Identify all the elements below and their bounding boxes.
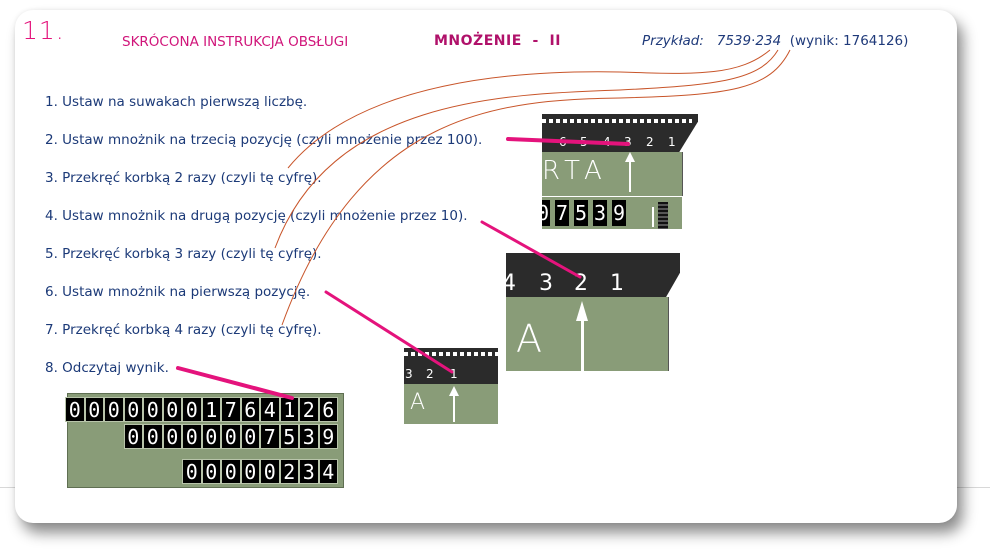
scale-digit: 3 bbox=[624, 135, 632, 149]
slider-digit: 5 bbox=[574, 200, 588, 226]
counter-digit: 0 bbox=[201, 459, 221, 484]
counter-digit: 2 bbox=[279, 459, 299, 484]
counter-digit: 0 bbox=[65, 397, 85, 422]
counter-digit: 0 bbox=[260, 459, 280, 484]
scale-digit: 2 bbox=[646, 135, 654, 149]
counter-digit: 6 bbox=[318, 397, 338, 422]
scale-digit: 2 bbox=[574, 271, 588, 296]
example-multiplier: 234 bbox=[755, 33, 782, 49]
counter-digit: 0 bbox=[240, 424, 260, 449]
counter-digit: 3 bbox=[299, 459, 319, 484]
scale-digit: 1 bbox=[450, 367, 458, 381]
counter-digit: 0 bbox=[201, 424, 221, 449]
step-item: 5. Przekręć korbką 3 razy (czyli tę cyfr… bbox=[45, 246, 322, 262]
step-item: 2. Ustaw mnożnik na trzecią pozycję (czy… bbox=[45, 132, 483, 148]
counter-digit: 9 bbox=[318, 424, 338, 449]
counter-digit: 0 bbox=[143, 397, 163, 422]
step-item: 3. Przekręć korbką 2 razy (czyli tę cyfr… bbox=[45, 170, 322, 186]
counter-digit: 5 bbox=[279, 424, 299, 449]
step-item: 7. Przekręć korbką 4 razy (czyli tę cyfr… bbox=[45, 322, 322, 338]
counter-digit: 0 bbox=[221, 424, 241, 449]
counter-digit: 6 bbox=[240, 397, 260, 422]
teeth-strip bbox=[542, 119, 692, 123]
arrow-head bbox=[449, 386, 459, 396]
machine-image-position-2: 4 3 2 1 A bbox=[506, 253, 680, 371]
scale-digit: 2 bbox=[426, 367, 434, 381]
scale-digit: 5 bbox=[580, 135, 588, 149]
step-item: 6. Ustaw mnożnik na pierwszą pozycję. bbox=[45, 284, 311, 300]
brand-text: RTA bbox=[542, 156, 608, 186]
counter-digit: 0 bbox=[143, 424, 163, 449]
counter-digit: 0 bbox=[182, 459, 202, 484]
brand-text: A bbox=[516, 317, 542, 361]
arrow-up-icon bbox=[581, 315, 584, 371]
scale-digit: 4 bbox=[506, 271, 516, 296]
scale-digit: 1 bbox=[668, 135, 676, 149]
counter-digit: 1 bbox=[279, 397, 299, 422]
page-subtitle: SKRÓCONA INSTRUKCJA OBSŁUGI bbox=[122, 34, 349, 50]
slider-handle bbox=[658, 202, 668, 229]
counter-digit: 0 bbox=[182, 397, 202, 422]
example-result: (wynik: 1764126) bbox=[789, 33, 909, 49]
scale-digit: 4 bbox=[603, 135, 611, 149]
machine-image-position-1: 3 2 1 A bbox=[404, 348, 498, 424]
scale-digit: 6 bbox=[559, 135, 567, 149]
slider-digit: 0 bbox=[542, 200, 550, 226]
counter-digit: 4 bbox=[260, 397, 280, 422]
counter-digit: 0 bbox=[162, 397, 182, 422]
slider-arrow-icon bbox=[652, 207, 654, 227]
counter-digit: 0 bbox=[123, 397, 143, 422]
counter-digit: 0 bbox=[221, 459, 241, 484]
arrow-head bbox=[576, 301, 588, 321]
scale-digit: 3 bbox=[539, 271, 553, 296]
counter-digit: 7 bbox=[260, 424, 280, 449]
arrow-head bbox=[625, 152, 635, 162]
counter-digit: 0 bbox=[123, 424, 143, 449]
slider-digit: 3 bbox=[593, 200, 607, 226]
example-dot: · bbox=[751, 33, 756, 49]
counter-digit: 0 bbox=[182, 424, 202, 449]
slider-digits: 0 7 5 3 9 bbox=[542, 200, 626, 226]
step-item: 1. Ustaw na suwakach pierwszą liczbę. bbox=[45, 94, 308, 110]
step-item: 4. Ustaw mnożnik na drugą pozycję (czyli… bbox=[45, 208, 468, 224]
example-label: Przykład: bbox=[642, 33, 704, 49]
step-item: 8. Odczytaj wynik. bbox=[45, 360, 169, 376]
counter-digit: 4 bbox=[318, 459, 338, 484]
brand-text: A bbox=[410, 390, 426, 415]
scale-bar bbox=[506, 253, 680, 297]
slider-digit: 9 bbox=[612, 200, 626, 226]
counter-digit: 0 bbox=[104, 397, 124, 422]
example-line: Przykład: 7539·234 (wynik: 1764126) bbox=[642, 33, 908, 49]
example-multiplicand: 7539 bbox=[716, 33, 752, 49]
scale-digit: 3 bbox=[405, 367, 413, 381]
slider-digit: 7 bbox=[555, 200, 569, 226]
counter-digit: 0 bbox=[240, 459, 260, 484]
counter-digit: 3 bbox=[299, 424, 319, 449]
page-title: MNOŻENIE - II bbox=[434, 33, 561, 49]
counter-digit: 7 bbox=[221, 397, 241, 422]
machine-image-position-3: 6 5 4 3 2 1 RTA 0 7 5 3 9 bbox=[542, 114, 698, 229]
arrow-up-icon bbox=[453, 392, 455, 422]
counter-digit: 0 bbox=[84, 397, 104, 422]
scale-digit: 1 bbox=[610, 271, 624, 296]
teeth-strip bbox=[404, 352, 498, 356]
counter-digit: 1 bbox=[201, 397, 221, 422]
counter-digit: 2 bbox=[299, 397, 319, 422]
page-number: 11. bbox=[22, 16, 65, 45]
counter-digit: 0 bbox=[162, 424, 182, 449]
